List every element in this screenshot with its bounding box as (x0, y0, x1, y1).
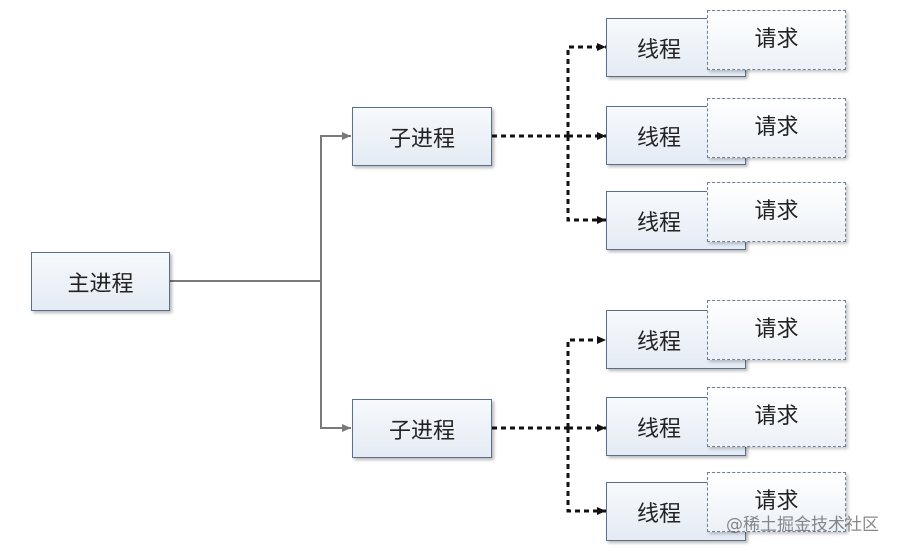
thread-label: 线程 (636, 210, 681, 236)
thread-label: 线程 (636, 37, 681, 63)
main-to-child-1-connector (320, 132, 351, 281)
thread-label: 线程 (636, 329, 681, 355)
request-node-2-3: 请求 (707, 472, 846, 532)
request-label: 请求 (754, 317, 799, 342)
request-label: 请求 (754, 404, 799, 429)
main-process-node: 主进程 (31, 252, 170, 311)
request-label: 请求 (754, 489, 799, 514)
child-process-node-1: 子进程 (352, 107, 492, 166)
thread-label: 线程 (636, 501, 681, 527)
child-process-node-2: 子进程 (352, 399, 492, 458)
child-1-to-thread-3-connector (566, 136, 606, 224)
child-2-to-thread-1-connector (566, 336, 606, 428)
request-label: 请求 (754, 115, 799, 140)
watermark-text: @稀土掘金技术社区 (726, 515, 879, 535)
request-label: 请求 (754, 199, 799, 224)
thread-label: 线程 (636, 416, 681, 442)
child-process-label: 子进程 (388, 126, 455, 152)
request-label: 请求 (754, 27, 799, 52)
main-process-label: 主进程 (67, 271, 134, 297)
request-node-2-2: 请求 (707, 387, 846, 447)
child-2-to-thread-3-connector (566, 428, 606, 515)
request-node-1-1: 请求 (707, 10, 846, 70)
request-node-1-2: 请求 (707, 98, 846, 158)
thread-label: 线程 (636, 125, 681, 151)
child-1-to-thread-1-connector (566, 43, 606, 136)
request-node-2-1: 请求 (707, 300, 846, 360)
request-node-1-3: 请求 (707, 182, 846, 242)
child-process-label: 子进程 (388, 418, 455, 444)
main-to-child-2-connector (320, 281, 351, 432)
